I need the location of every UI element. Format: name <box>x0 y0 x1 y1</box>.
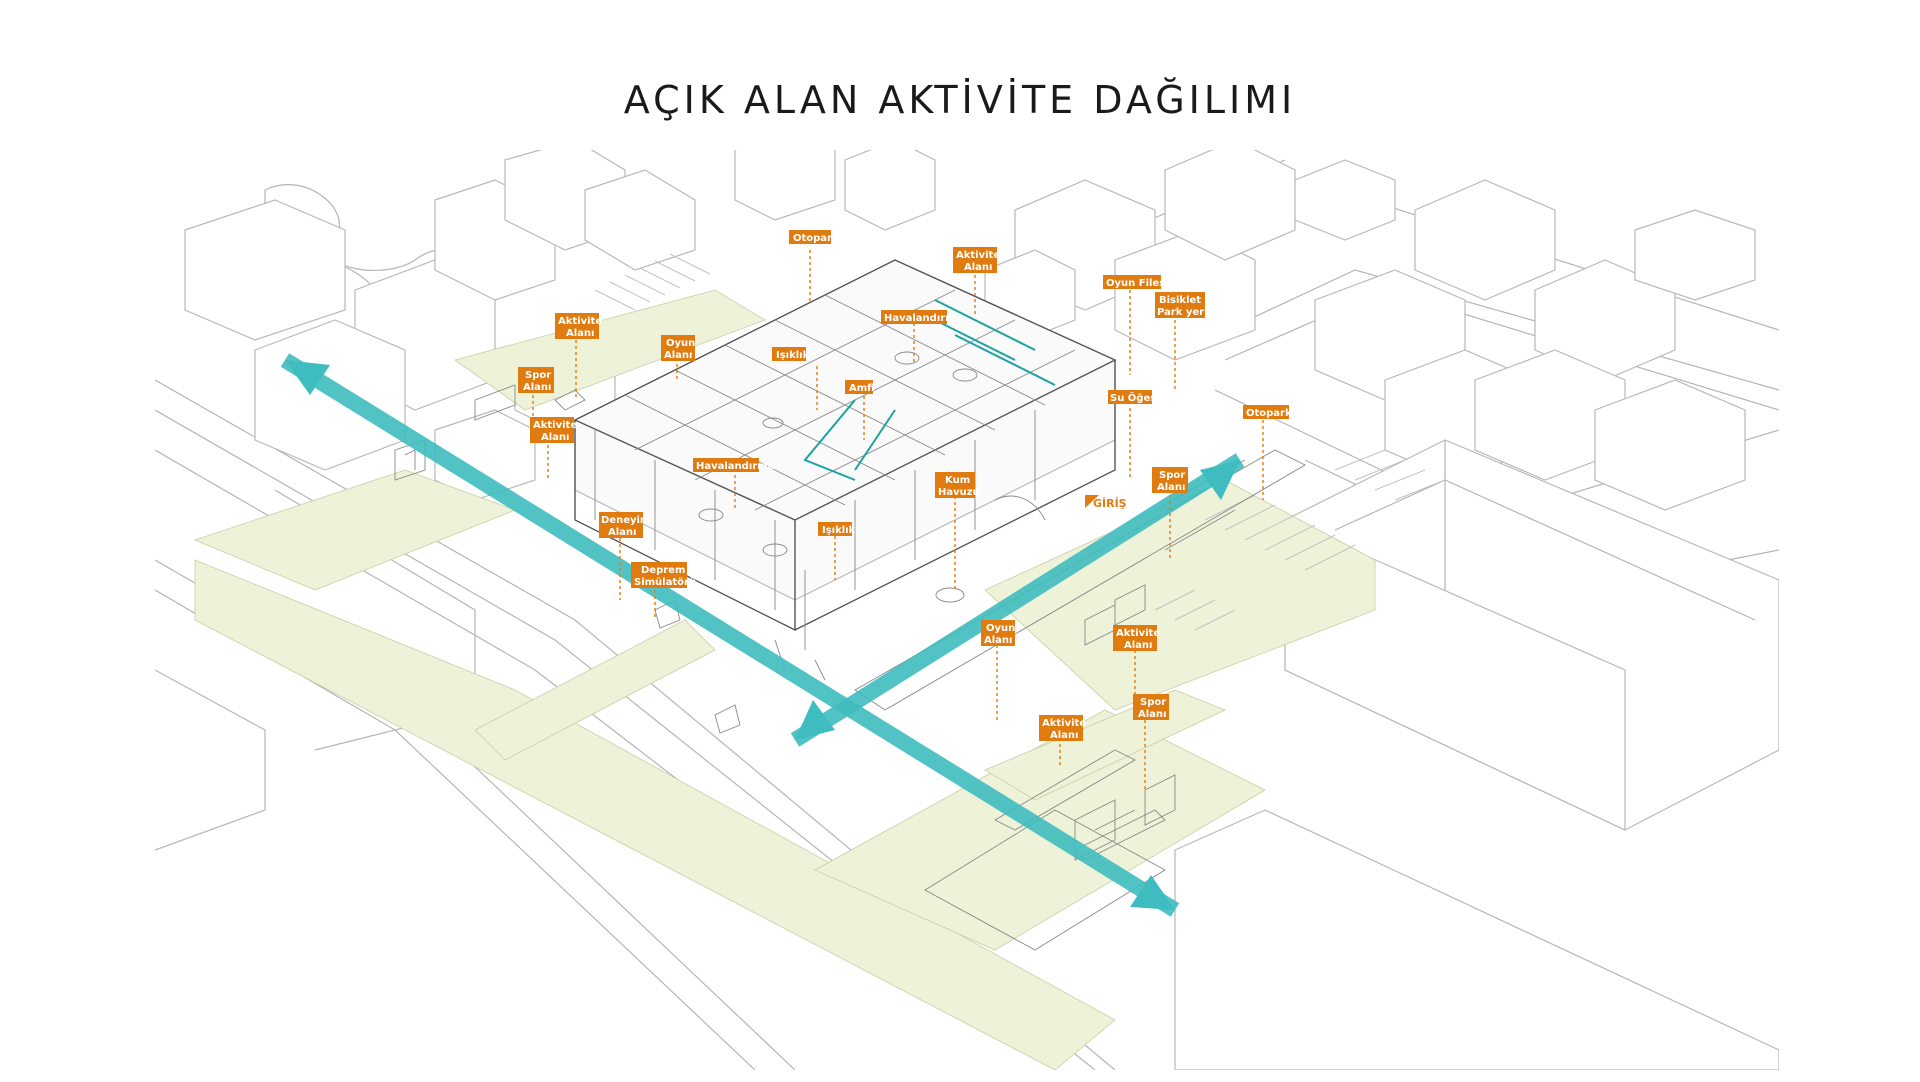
label-aktivite-w-line2: Alanı <box>566 328 594 339</box>
label-aktivite-top-line1: Aktivite <box>956 250 1000 261</box>
entrance-marker: GİRİŞ <box>1085 495 1127 510</box>
label-deneyim-line2: Alanı <box>608 527 636 538</box>
label-oyun-w-line2: Alanı <box>664 350 692 361</box>
background-buildings <box>184 150 1756 511</box>
parking-lots <box>594 253 1446 631</box>
arrow-head-ne <box>1200 460 1240 500</box>
entrance-flag-icon <box>1085 495 1099 508</box>
label-havalandirma-2: Havalandırma <box>696 461 774 472</box>
diagram-title: AÇIK ALAN AKTİVİTE DAĞILIMI <box>623 78 1297 122</box>
label-aktivite-s2-line2: Alanı <box>1050 730 1078 741</box>
label-kum-line2: Havuzu <box>938 487 980 498</box>
label-spor-s-line1: Spor <box>1140 697 1166 708</box>
label-aktivite-s2-line1: Aktivite <box>1042 718 1086 729</box>
label-isiklik-1: Işıklık <box>776 350 810 361</box>
label-aktivite-s-line1: Aktivite <box>1116 628 1160 639</box>
label-oyun-w-line1: Oyun <box>666 338 695 349</box>
strip-axis-arrow <box>790 453 1245 747</box>
main-axis-arrow <box>280 353 1180 917</box>
site-drawing: GİRİŞ Otopark Aktivite Alanı Oyun Filesi… <box>155 150 1779 1070</box>
label-spor-w-line1: Spor <box>525 370 551 381</box>
entrance-label: GİRİŞ <box>1093 496 1127 510</box>
label-deprem-line1: Deprem <box>641 565 685 576</box>
label-spor-s-line2: Alanı <box>1138 709 1166 720</box>
arrow-head-se <box>1130 875 1175 910</box>
arrow-head-sw <box>795 700 835 740</box>
label-otopark-e: Otopark <box>1246 408 1292 419</box>
label-spor-w-line2: Alanı <box>523 382 551 393</box>
label-aktivite-w-line1: Aktivite <box>558 316 602 327</box>
label-oyun-s-line1: Oyun <box>986 623 1015 634</box>
label-bisiklet-line1: Bisiklet <box>1159 295 1201 306</box>
green-areas <box>193 289 1376 1070</box>
label-aktivite-s-line2: Alanı <box>1124 640 1152 651</box>
label-bisiklet-line2: Park yeri <box>1157 307 1208 318</box>
arrow-head-nw <box>285 360 330 395</box>
site-axonometric: GİRİŞ Otopark Aktivite Alanı Oyun Filesi… <box>155 150 1779 1070</box>
label-otopark-nw: Otopark <box>793 233 839 244</box>
label-spor-e-line2: Alanı <box>1157 482 1185 493</box>
label-kum-line1: Kum <box>945 475 970 486</box>
label-deneyim-line1: Deneyim <box>601 515 650 526</box>
label-spor-e-line1: Spor <box>1159 470 1185 481</box>
label-aktivite-w2-line1: Aktivite <box>533 420 577 431</box>
label-amfi: Amfi <box>849 383 875 394</box>
label-su-ogesi: Su Öğesi <box>1110 390 1160 404</box>
label-havalandirma-1: Havalandırma <box>884 313 962 324</box>
label-oyun-filesi: Oyun Filesi <box>1106 278 1169 289</box>
label-aktivite-w2-line2: Alanı <box>541 432 569 443</box>
circulation-arrows <box>280 353 1245 917</box>
leader-lines <box>532 250 1264 790</box>
label-aktivite-top-line2: Alanı <box>964 262 992 273</box>
label-deprem-line2: Simülatörü <box>634 577 696 588</box>
activity-labels: Otopark Aktivite Alanı Oyun Filesi Bisik… <box>518 230 1292 741</box>
label-oyun-s-line2: Alanı <box>984 635 1012 646</box>
label-isiklik-2: Işıklık <box>822 525 856 536</box>
